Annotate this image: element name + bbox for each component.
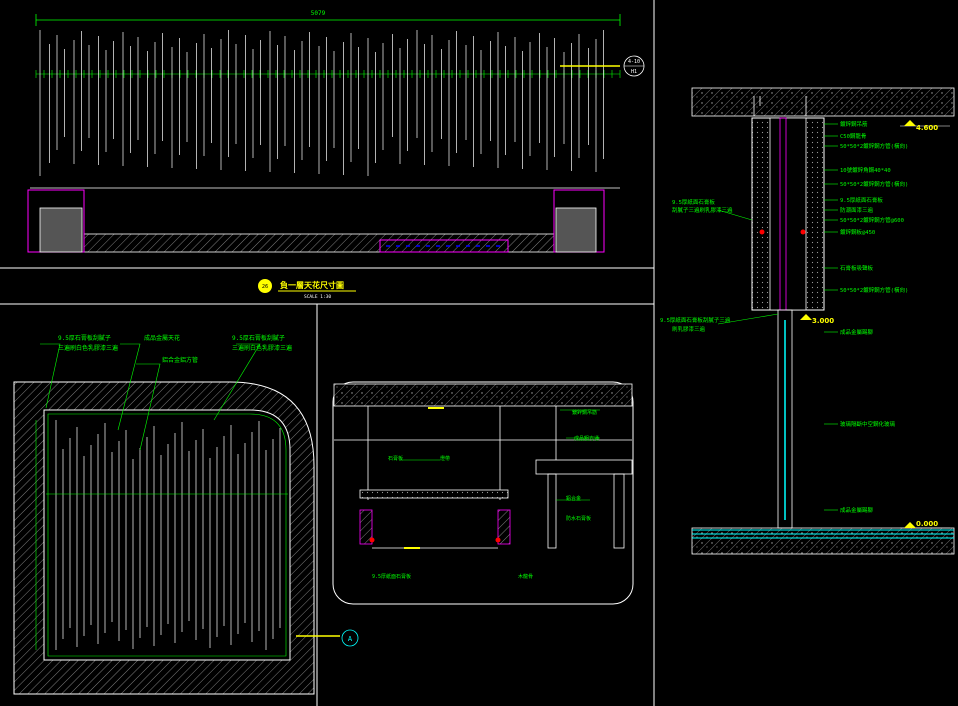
right-left-note-1: 9.5厚紙面石膏板 xyxy=(672,198,715,206)
right-note-4: 10號鍍鋅角鋼40*40 xyxy=(840,166,891,174)
right-note-8: 50*50*2鍍鋅鋼方管@600 xyxy=(840,216,904,224)
right-note-10: 石膏板吸聲板 xyxy=(840,264,874,272)
level-mid-text: 3.000 xyxy=(812,317,834,325)
right-note-7: 防潮面漆三遍 xyxy=(840,206,874,214)
drawing-title: 26 負一層天花尺寸圖 SCALE 1:30 xyxy=(258,279,356,300)
column-right xyxy=(553,189,605,253)
lower-plan-leaders xyxy=(40,343,261,451)
right-note-12: 成品金屬踢腳 xyxy=(840,328,874,336)
right-note-2: C50鋼龍骨 xyxy=(840,132,867,140)
title-number: 26 xyxy=(262,284,268,290)
lower-note-3: 成品金屬天花 xyxy=(144,334,180,342)
right-notes: 鍍鋅鋼吊筋 C50鋼龍骨 50*50*2鍍鋅鋼方管(橫向) 10號鍍鋅角鋼40*40 5… xyxy=(840,120,908,514)
right-note-5: 50*50*2鍍鋅鋼方管(橫向) xyxy=(840,180,908,188)
overall-dimension xyxy=(35,14,621,26)
right-note-3: 50*50*2鍍鋅鋼方管(橫向) xyxy=(840,142,908,150)
detail-note-8: 9.5厚紙面石膏板 xyxy=(372,573,411,580)
right-note-11: 50*50*2鍍鋅鋼方管(橫向) xyxy=(840,286,908,294)
right-note-13: 玻璃隔斷中空鋼化玻璃 xyxy=(840,420,896,428)
right-note-6: 9.5厚紙面石膏板 xyxy=(840,196,883,204)
right-note-1: 鍍鋅鋼吊筋 xyxy=(840,120,868,128)
detail-note-2: 成品鋁方通 xyxy=(574,435,599,442)
overall-dimension-text: 5079 xyxy=(311,10,326,17)
lower-note-4: 鋁合金鋁方管 xyxy=(162,356,198,364)
detail-note-6: 防水石膏板 xyxy=(566,515,591,522)
marker-a-label: A xyxy=(348,635,353,643)
level-floor: 0.000 xyxy=(900,520,950,529)
detail-note-3: 石膏板 xyxy=(388,455,403,462)
detail-note-7: 木龍骨 xyxy=(518,573,533,580)
lower-note-6: 三遍刷白色乳膠漆三遍 xyxy=(232,344,292,352)
column-left xyxy=(27,189,85,253)
ceiling-slats xyxy=(39,30,604,176)
right-left-leaders xyxy=(717,209,779,325)
section-marker-bottom: H1 xyxy=(631,69,637,75)
right-left-note-4: 刷乳膠漆三遍 xyxy=(672,325,706,333)
detail-note-1: 鍍鋅鋼吊筋 xyxy=(572,409,597,416)
right-note-9: 鍍鋅鋼板@450 xyxy=(840,228,875,236)
bottom-band xyxy=(30,187,620,253)
level-ceiling-text: 4.600 xyxy=(916,124,938,132)
lower-left-plan: 9.5厚石膏板刮膩子 三遍刷白色乳膠漆三遍 成品金屬天花 鋁合金鋁方管 9.5厚… xyxy=(13,334,359,695)
detail-note-5: 鋁合金 xyxy=(566,495,581,502)
level-mid: 3.000 xyxy=(800,314,834,325)
level-ceiling: 4.600 xyxy=(900,120,950,132)
center-detail: 鍍鋅鋼吊筋 成品鋁方通 石膏板 燈帶 鋁合金 防水石膏板 木龍骨 9.5厚紙面石… xyxy=(332,381,634,605)
lower-note-1: 9.5厚石膏板刮膩子 xyxy=(58,334,111,342)
section-marker: 4-10 H1 xyxy=(560,55,645,77)
right-note-14: 成品金屬踢腳 xyxy=(840,506,874,514)
right-leaders xyxy=(824,123,838,511)
section-marker-top: 4-10 xyxy=(628,59,640,65)
lower-note-5: 9.5厚石膏板刮膩子 xyxy=(232,334,285,342)
right-left-note-3: 9.5厚紙面石膏板刮膩子三遍 xyxy=(660,316,731,324)
title-text: 負一層天花尺寸圖 xyxy=(280,280,344,290)
lower-plan-dims xyxy=(35,420,288,650)
level-floor-text: 0.000 xyxy=(916,520,938,528)
detail-note-4: 燈帶 xyxy=(440,455,450,462)
lower-note-2: 三遍刷白色乳膠漆三遍 xyxy=(58,344,118,352)
right-left-note-2: 刮膩子三遍刷乳膠漆三遍 xyxy=(672,206,733,214)
light-trough xyxy=(379,239,509,253)
ceiling-plan-top: 5079 4-10 H1 xyxy=(27,10,645,253)
dimension-row xyxy=(35,70,621,78)
lower-plan-slats xyxy=(55,420,281,650)
right-section: 4.600 3.000 0.000 鍍鋅鋼吊筋 C50鋼龍骨 50*50*2鍍鋅鋼方… xyxy=(660,87,955,555)
marker-a: A xyxy=(296,629,359,647)
title-scale: SCALE 1:30 xyxy=(304,294,331,300)
viewport-frames xyxy=(0,0,655,706)
